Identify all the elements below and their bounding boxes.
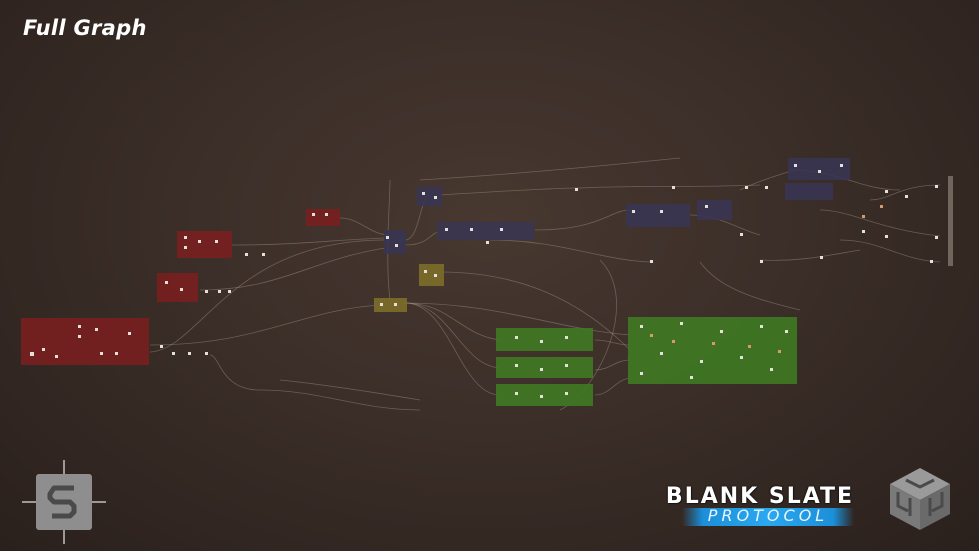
brand-logo: BLANK SLATE PROTOCOL <box>652 484 868 530</box>
brand-subtitle: PROTOCOL <box>707 506 829 525</box>
frame-purple-d[interactable] <box>626 204 690 227</box>
frame-purple-e[interactable] <box>697 200 732 220</box>
frame-green-large[interactable] <box>628 317 797 384</box>
graph-frames <box>21 158 953 406</box>
frame-red-upper[interactable] <box>177 231 232 258</box>
frame-red-middle[interactable] <box>157 273 198 302</box>
frame-yellow-b[interactable] <box>374 298 407 312</box>
brand-subtitle-bar <box>682 508 854 526</box>
graph-wires <box>149 157 941 411</box>
frame-red-large[interactable] <box>21 318 149 365</box>
frame-green-a[interactable] <box>496 328 593 351</box>
frame-purple-c[interactable] <box>437 222 534 240</box>
frame-purple-g[interactable] <box>785 183 833 200</box>
frame-purple-a[interactable] <box>417 187 442 206</box>
page-title: Full Graph <box>23 16 147 40</box>
brand-title: BLANK SLATE <box>665 484 855 509</box>
frame-green-c[interactable] <box>496 384 593 406</box>
cube-maze-logo-icon <box>890 468 950 530</box>
frame-green-b[interactable] <box>496 357 593 378</box>
substance-designer-logo-icon <box>22 460 106 544</box>
frame-purple-b[interactable] <box>384 230 406 254</box>
frame-yellow-a[interactable] <box>419 264 444 286</box>
frame-purple-f[interactable] <box>788 158 850 180</box>
frame-red-small[interactable] <box>306 209 340 226</box>
graph-nodes <box>30 164 938 398</box>
frame-gray-right[interactable] <box>948 176 953 266</box>
graph-output-nodes <box>650 205 883 353</box>
